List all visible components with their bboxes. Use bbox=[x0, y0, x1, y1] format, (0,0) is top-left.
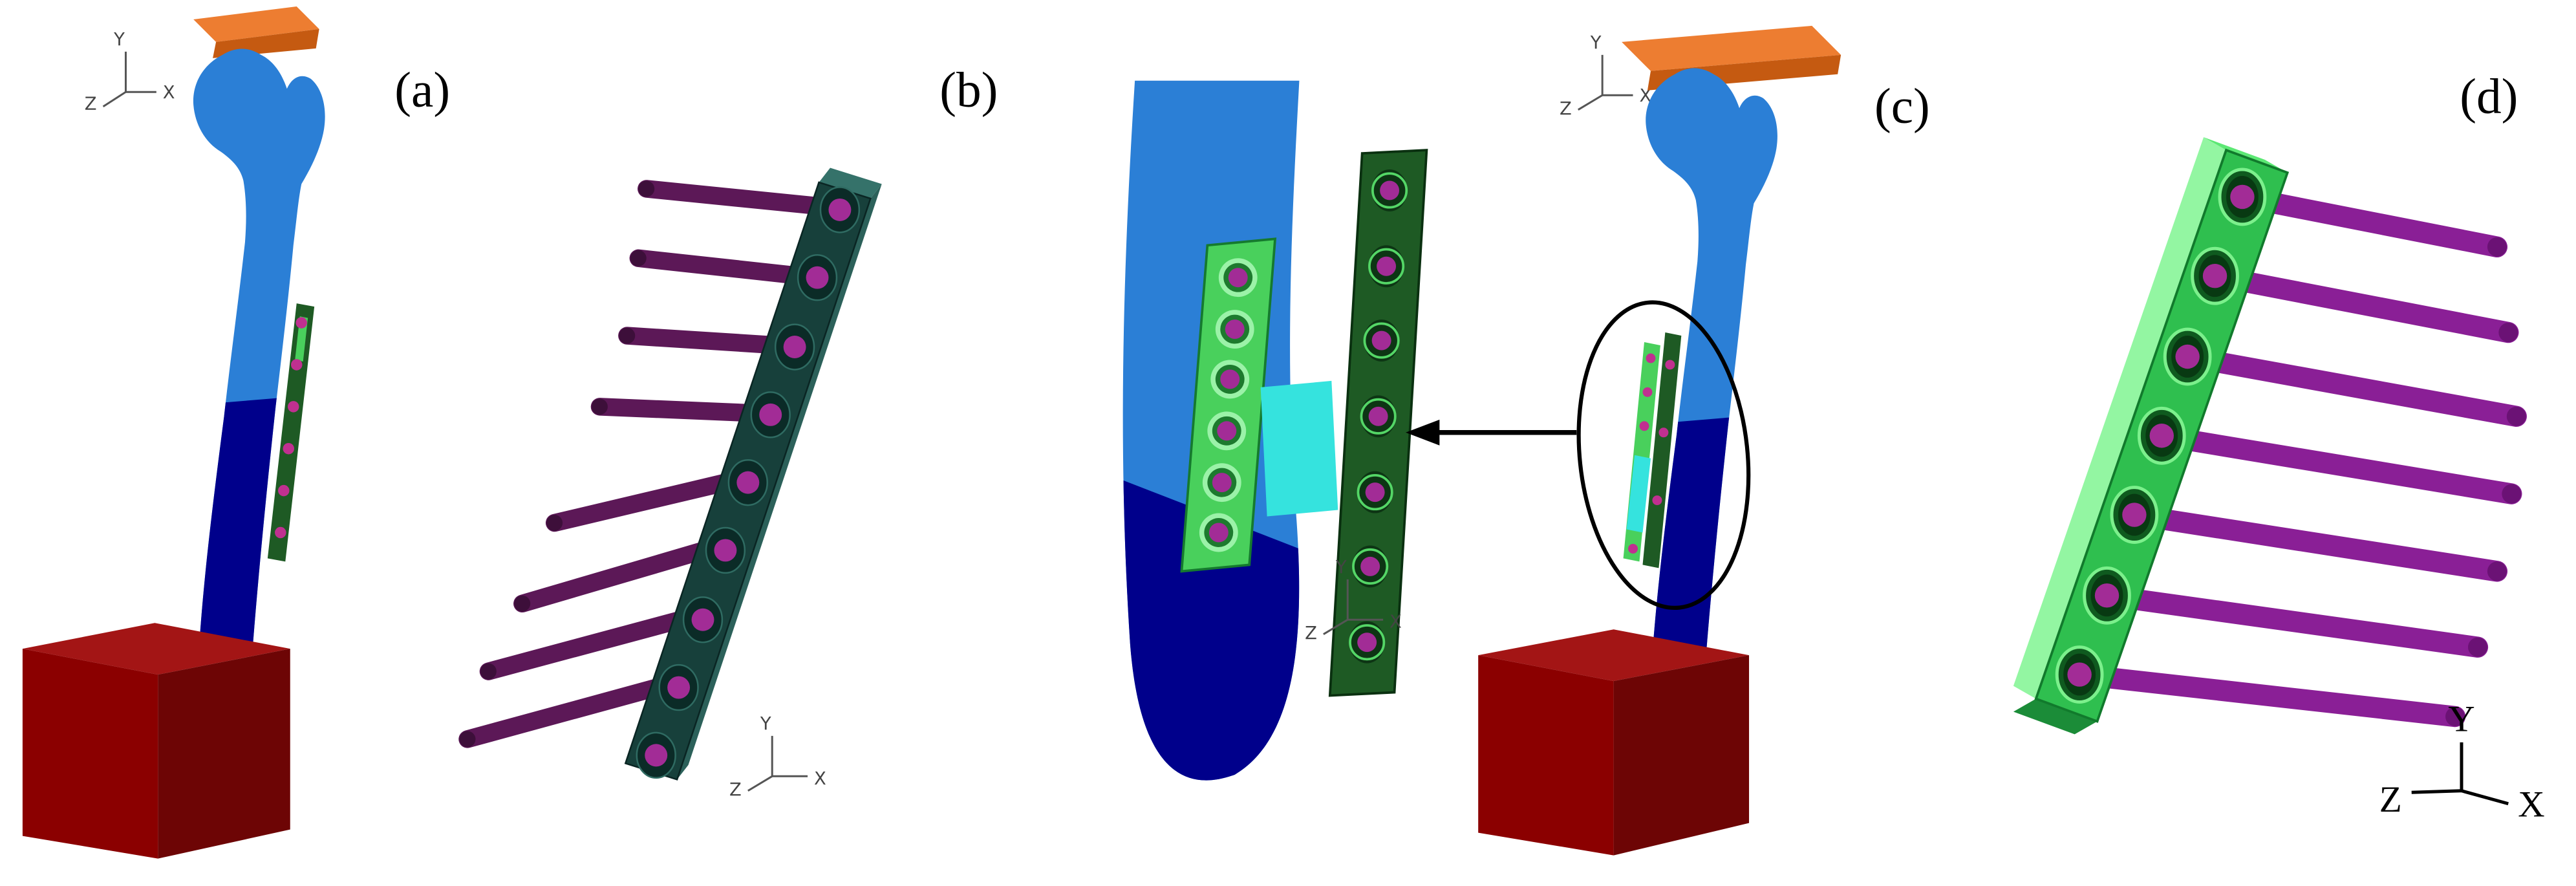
zoom-anterior-plate bbox=[1180, 237, 1277, 573]
zoom-arrow bbox=[1405, 419, 1577, 446]
axis-y-label: Y bbox=[1590, 33, 1602, 53]
bone-plate-c bbox=[1623, 332, 1682, 568]
embedding-block-a bbox=[22, 623, 290, 859]
axis-z-label: Z bbox=[1560, 99, 1572, 119]
panel-c: Y X Z Y X Z bbox=[1122, 25, 1930, 856]
axis-y-label: Y bbox=[760, 714, 771, 734]
panel-b: Y X Z (b) bbox=[458, 62, 998, 800]
axis-y-label: Y bbox=[1335, 557, 1347, 578]
zoom-fracture-gap bbox=[1260, 380, 1338, 517]
axis-z-label: Z bbox=[729, 780, 742, 800]
full-model-c: Y X Z bbox=[1478, 25, 1841, 856]
zoom-callout-ellipse bbox=[1576, 300, 1751, 610]
arrowhead bbox=[1405, 419, 1440, 446]
axis-triad-c-zoom: Y X Z bbox=[1305, 557, 1402, 643]
load-block-c bbox=[1622, 25, 1841, 91]
load-block-a bbox=[193, 6, 319, 58]
panel-label-b: (b) bbox=[939, 62, 998, 118]
embedding-block-c bbox=[1478, 629, 1750, 856]
axis-y-label: Y bbox=[113, 30, 125, 50]
axis-triad-b: Y X Z bbox=[729, 714, 826, 800]
panel-label-a: (a) bbox=[394, 62, 450, 118]
axis-triad-c: Y X Z bbox=[1560, 33, 1651, 119]
zoom-view-c: Y X Z bbox=[1122, 80, 1428, 781]
panel-label-c: (c) bbox=[1874, 78, 1930, 134]
panel-d: Y X Z (d) bbox=[2013, 69, 2545, 825]
locking-screws-d bbox=[2068, 186, 2527, 728]
panel-a: Y X Z (a) bbox=[22, 6, 450, 859]
axis-triad-a: Y X Z bbox=[85, 30, 175, 114]
plate-holes-d bbox=[2055, 167, 2267, 704]
axis-x-label: X bbox=[1639, 86, 1651, 106]
axis-x-label: X bbox=[2518, 784, 2544, 825]
axis-x-label: X bbox=[163, 83, 175, 103]
axis-x-label: X bbox=[1390, 612, 1402, 632]
axis-z-label: Z bbox=[2379, 779, 2402, 820]
axis-y-label: Y bbox=[2448, 698, 2474, 739]
zoom-lateral-plate-holes bbox=[1349, 169, 1408, 664]
zoom-lateral-plate bbox=[1328, 149, 1428, 697]
locking-plate-b bbox=[624, 167, 882, 781]
axis-z-label: Z bbox=[85, 94, 97, 114]
locking-plate-d bbox=[2013, 137, 2290, 735]
plate-holes-b bbox=[636, 186, 861, 779]
axis-z-label: Z bbox=[1305, 623, 1317, 643]
locking-screws-b bbox=[458, 180, 833, 748]
bone-plate-a bbox=[267, 303, 315, 562]
panel-label-d: (d) bbox=[2460, 69, 2518, 124]
zoom-anterior-plate-holes bbox=[1199, 258, 1258, 552]
axis-x-label: X bbox=[814, 769, 826, 789]
axis-triad-d: Y X Z bbox=[2379, 698, 2545, 825]
